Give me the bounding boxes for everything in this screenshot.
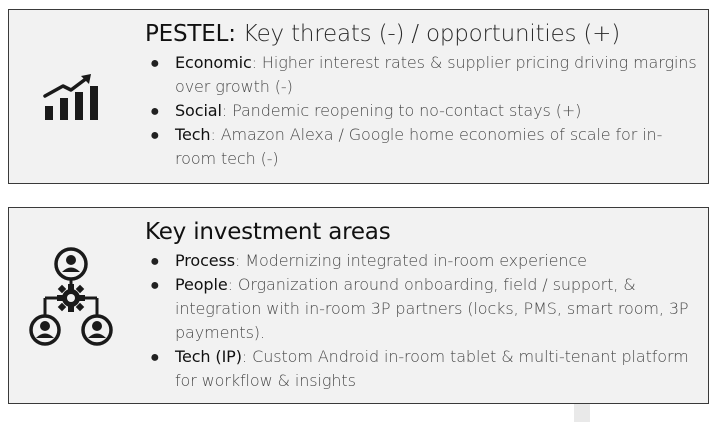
investment-item-key: Process	[175, 251, 235, 270]
investment-item-key: People	[175, 275, 228, 294]
investment-item-process: ●Process: Modernizing integrated in-room…	[150, 251, 587, 270]
pestel-item-key: Economic	[175, 53, 252, 72]
growth-chart-icon	[43, 72, 99, 124]
investment-title: Key investment areas	[145, 217, 700, 247]
org-network-icon	[21, 246, 121, 346]
investment-list: ●Process: Modernizing integrated in-room…	[145, 249, 700, 393]
investment-item-text: : Custom Android in-room tablet & multi-…	[175, 347, 689, 390]
pestel-title-rest: Key threats (-) / opportunities (+)	[235, 21, 621, 47]
investment-item-text: : Organization around onboarding, field …	[175, 275, 689, 342]
pestel-item-text: : Higher interest rates & supplier prici…	[175, 53, 697, 96]
investment-item-key: Tech (IP)	[175, 347, 242, 366]
investment-item-people: ●People: Organization around onboarding,…	[150, 275, 689, 342]
pestel-title-key: PESTEL:	[145, 21, 236, 47]
pestel-item-text: : Amazon Alexa / Google home economies o…	[175, 125, 663, 168]
background-strip	[574, 404, 590, 422]
pestel-item-tech: ●Tech: Amazon Alexa / Google home econom…	[150, 125, 663, 168]
pestel-item-key: Tech	[175, 125, 211, 144]
pestel-list: ●Economic: Higher interest rates & suppl…	[145, 51, 700, 171]
pestel-item-text: : Pandemic reopening to no-contact stays…	[221, 101, 582, 120]
investment-item-text: : Modernizing integrated in-room experie…	[235, 251, 587, 270]
pestel-card: PESTEL: Key threats (-) / opportunities …	[8, 9, 709, 184]
investment-card: Key investment areas ●Process: Modernizi…	[8, 207, 709, 404]
pestel-item-economic: ●Economic: Higher interest rates & suppl…	[150, 53, 697, 96]
pestel-item-key: Social	[175, 101, 222, 120]
pestel-item-social: ●Social: Pandemic reopening to no-contac…	[150, 101, 582, 120]
investment-title-text: Key investment areas	[145, 219, 391, 245]
pestel-title: PESTEL: Key threats (-) / opportunities …	[145, 19, 700, 49]
investment-item-tech-ip: ●Tech (IP): Custom Android in-room table…	[150, 347, 689, 390]
